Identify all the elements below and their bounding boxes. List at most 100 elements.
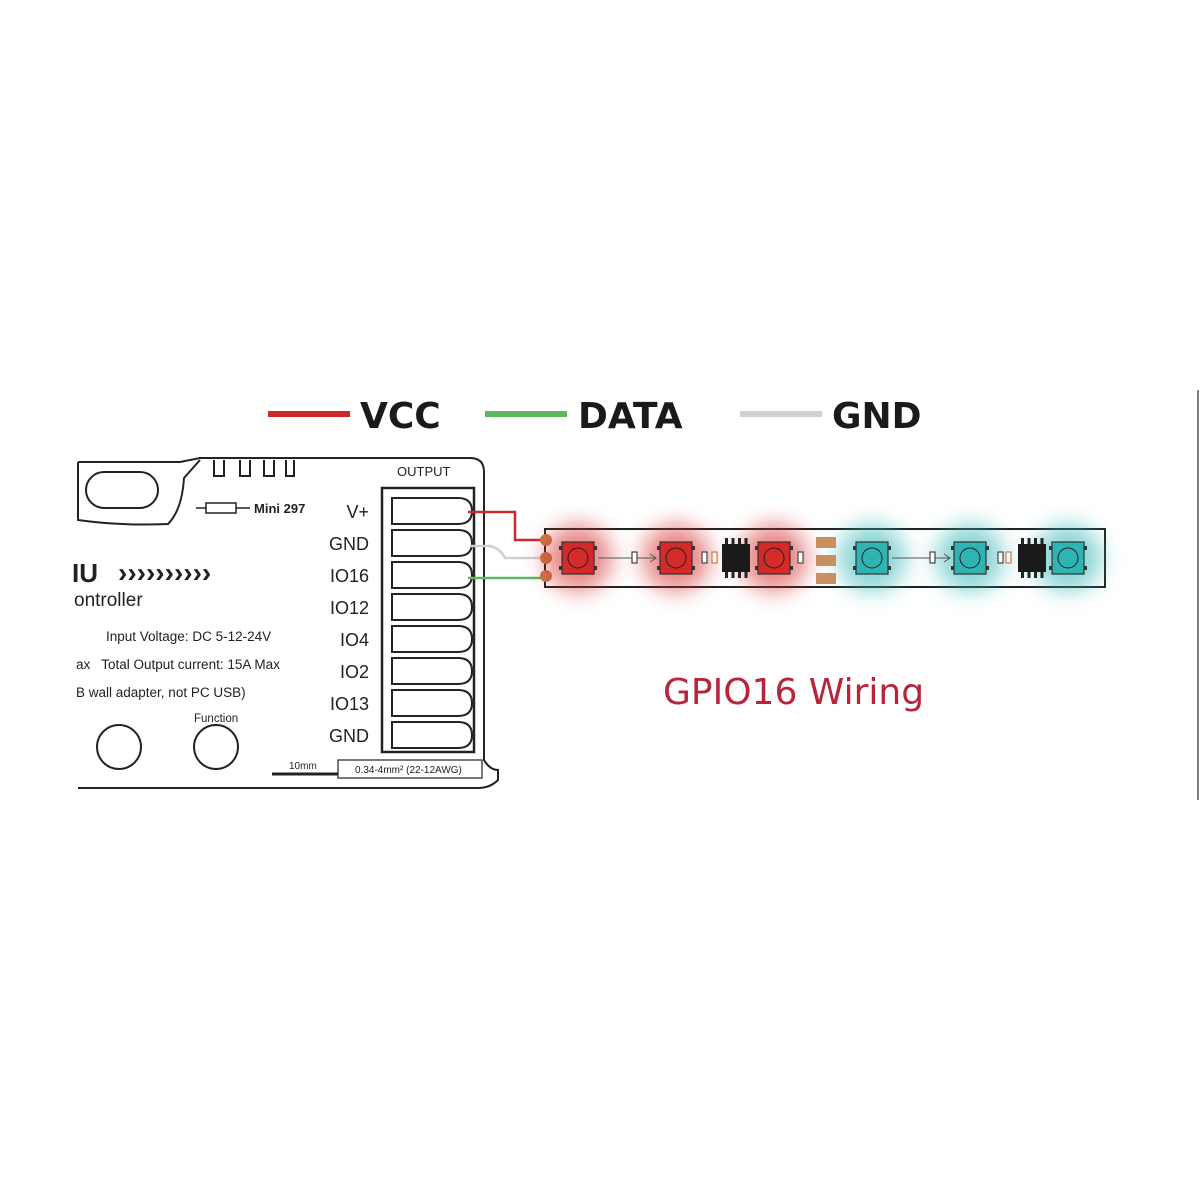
led-pin bbox=[692, 546, 695, 550]
ic-pin bbox=[1034, 538, 1037, 544]
legend-label-gnd: GND bbox=[832, 396, 922, 437]
ic-pin bbox=[1021, 538, 1024, 544]
led-pin bbox=[986, 566, 989, 570]
led-pin bbox=[1084, 546, 1087, 550]
led-pin bbox=[594, 546, 597, 550]
subtitle-fragment: ontroller bbox=[74, 590, 143, 611]
vent-slots bbox=[213, 460, 295, 477]
ic-chip bbox=[1018, 544, 1046, 572]
led-pin bbox=[594, 566, 597, 570]
led-pin bbox=[888, 566, 891, 570]
led-pin bbox=[986, 546, 989, 550]
terminal-slot bbox=[391, 625, 474, 653]
brand-fragment: IU bbox=[72, 558, 98, 588]
scale-label: 10mm bbox=[289, 761, 317, 772]
led-lens bbox=[665, 547, 687, 569]
ic-pin bbox=[744, 572, 748, 578]
terminal-slot bbox=[391, 561, 474, 589]
pin-label: GND bbox=[329, 534, 369, 554]
terminal-slot bbox=[391, 689, 474, 717]
pin-label: IO2 bbox=[340, 662, 369, 682]
led-pin bbox=[888, 546, 891, 550]
led-pin bbox=[853, 566, 856, 570]
controller bbox=[77, 457, 499, 789]
legend-label-data: DATA bbox=[578, 396, 683, 437]
function-button[interactable] bbox=[193, 724, 239, 770]
led-pin bbox=[755, 546, 758, 550]
led-lens bbox=[567, 547, 589, 569]
led-pin bbox=[853, 546, 856, 550]
arrow-head bbox=[649, 553, 657, 563]
led-pin bbox=[657, 546, 660, 550]
fuse-icon bbox=[205, 502, 237, 514]
resistor bbox=[631, 551, 638, 564]
led-pin bbox=[1049, 566, 1052, 570]
terminal-slot bbox=[391, 529, 474, 557]
output-label: OUTPUT bbox=[397, 464, 451, 479]
led-pin bbox=[1049, 546, 1052, 550]
spec-output-current: ax Total Output current: 15A Max bbox=[76, 657, 280, 672]
ic-pin bbox=[738, 572, 741, 578]
led-pin bbox=[755, 566, 758, 570]
ic-pin bbox=[725, 572, 728, 578]
legend: VCC DATA GND bbox=[268, 396, 922, 437]
terminal-block-frame bbox=[380, 486, 476, 754]
led-lens bbox=[959, 547, 981, 569]
function-label: Function bbox=[194, 713, 238, 725]
ic-pin bbox=[744, 538, 748, 544]
wire-gnd bbox=[470, 544, 545, 560]
led-pin bbox=[1084, 566, 1087, 570]
ic-pin bbox=[1040, 538, 1044, 544]
strip-components bbox=[544, 524, 1102, 592]
wire-vcc bbox=[468, 510, 545, 542]
terminal-slot bbox=[391, 593, 474, 621]
button-left[interactable] bbox=[96, 724, 142, 770]
ic-pin bbox=[731, 538, 735, 544]
led-lens bbox=[1057, 547, 1079, 569]
led-strip bbox=[540, 524, 1106, 592]
led-pin bbox=[559, 546, 562, 550]
resistor bbox=[701, 551, 708, 564]
led-pin bbox=[657, 566, 660, 570]
led-pin bbox=[790, 566, 793, 570]
ic-pin bbox=[1027, 538, 1031, 544]
resistor bbox=[929, 551, 936, 564]
ic-pin bbox=[725, 538, 728, 544]
resistor bbox=[711, 551, 718, 564]
resistor bbox=[997, 551, 1004, 564]
diagram-caption: GPIO16 Wiring bbox=[663, 672, 924, 713]
led-pin bbox=[790, 546, 793, 550]
mounting-slot bbox=[85, 471, 159, 509]
brand-chevrons: ›››››››››› bbox=[118, 557, 211, 588]
resistor bbox=[1005, 551, 1012, 564]
resistor bbox=[797, 551, 804, 564]
led-pin bbox=[951, 546, 954, 550]
pin-label: IO12 bbox=[330, 598, 369, 618]
spec-adapter-note: B wall adapter, not PC USB) bbox=[76, 685, 246, 700]
arrow-head bbox=[943, 553, 951, 563]
controller-clip-groove bbox=[77, 459, 201, 526]
led-lens bbox=[763, 547, 785, 569]
cut-pad bbox=[816, 537, 836, 548]
ic-pin bbox=[1027, 572, 1031, 578]
ic-pin bbox=[1034, 572, 1037, 578]
led-pin bbox=[692, 566, 695, 570]
cut-pad bbox=[816, 573, 836, 584]
ic-pin bbox=[738, 538, 741, 544]
wire-gauge-box bbox=[337, 759, 483, 779]
ic-pin bbox=[1040, 572, 1044, 578]
terminal-block bbox=[391, 497, 474, 749]
pin-label: GND bbox=[329, 726, 369, 746]
terminal-slot bbox=[391, 497, 474, 525]
controller-outline bbox=[78, 457, 499, 789]
terminal-slot bbox=[391, 657, 474, 685]
led-pin bbox=[951, 566, 954, 570]
spec-input-voltage: Input Voltage: DC 5-12-24V bbox=[106, 629, 271, 644]
pin-label: IO16 bbox=[330, 566, 369, 586]
controller-text: OUTPUT Mini 297 IU ›››››››››› ontroller … bbox=[72, 464, 462, 776]
ic-pin bbox=[731, 572, 735, 578]
fuse-label: Mini 297 bbox=[254, 501, 305, 516]
led-pin bbox=[559, 566, 562, 570]
